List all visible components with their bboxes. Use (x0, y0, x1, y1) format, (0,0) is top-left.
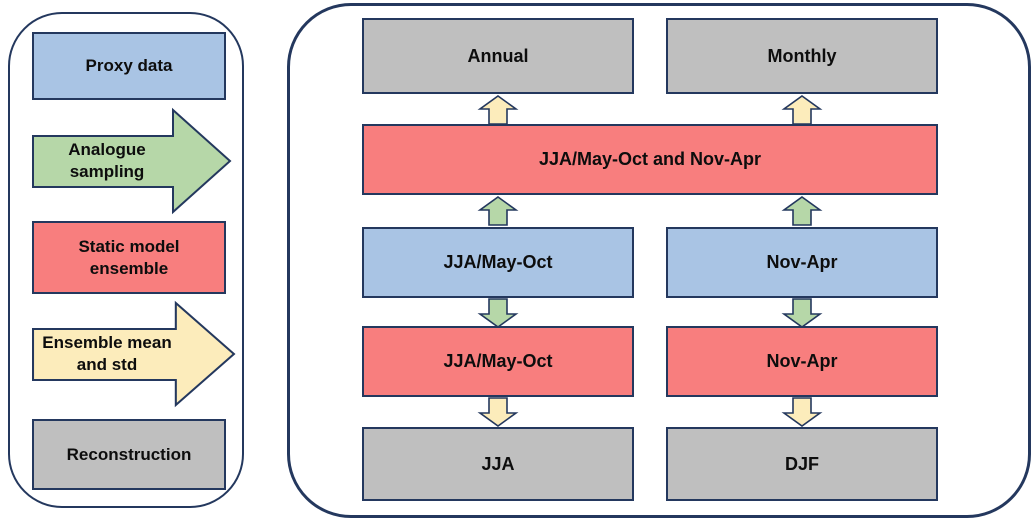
legend-ensemble-mean-std-label: Ensemble mean and std (42, 332, 172, 374)
down-arrow-to-ensemble-jja-may-oct (477, 298, 519, 328)
legend-panel: Proxy data Analogue sampling Static mode… (8, 12, 244, 508)
box-proxy-jja-may-oct: JJA/May-Oct (362, 227, 634, 298)
down-arrow-icon (477, 397, 519, 427)
up-arrow-to-monthly (781, 95, 823, 125)
right-arrow-icon (32, 107, 232, 215)
up-arrow-icon (781, 196, 823, 226)
up-arrow-from-nov-apr (781, 196, 823, 226)
box-ensemble-jja-may-oct-label: JJA/May-Oct (443, 351, 553, 372)
box-djf-label: DJF (784, 453, 819, 474)
legend-proxy-data-box: Proxy data (32, 32, 226, 100)
box-ensemble-jja-may-oct: JJA/May-Oct (362, 326, 634, 397)
box-combined-ensemble-label: JJA/May-Oct and Nov-Apr (538, 149, 762, 170)
legend-reconstruction-box: Reconstruction (32, 419, 226, 490)
down-arrow-to-djf (781, 397, 823, 427)
legend-analogue-sampling-label: Analogue sampling (68, 139, 146, 181)
down-arrow-icon (781, 298, 823, 328)
up-arrow-icon (477, 95, 519, 125)
box-proxy-nov-apr-label: Nov-Apr (766, 252, 838, 273)
legend-static-model-ensemble-box: Static model ensemble (32, 221, 226, 294)
box-annual-label: Annual (467, 45, 529, 66)
box-monthly-label: Monthly (767, 45, 837, 66)
box-ensemble-nov-apr: Nov-Apr (666, 326, 938, 397)
legend-analogue-sampling-arrow: Analogue sampling (32, 107, 232, 215)
legend-static-model-ensemble-label: Static model ensemble (78, 237, 180, 278)
up-arrow-to-annual (477, 95, 519, 125)
up-arrow-icon (477, 196, 519, 226)
down-arrow-to-jja (477, 397, 519, 427)
box-proxy-jja-may-oct-label: JJA/May-Oct (443, 252, 553, 273)
box-jja-label: JJA (481, 453, 515, 474)
right-arrow-icon (32, 300, 236, 408)
flow-panel: Annual Monthly JJA/May-Oct and Nov-Apr (287, 3, 1031, 518)
box-ensemble-nov-apr-label: Nov-Apr (766, 351, 838, 372)
box-proxy-nov-apr: Nov-Apr (666, 227, 938, 298)
box-combined-ensemble: JJA/May-Oct and Nov-Apr (362, 124, 938, 195)
legend-reconstruction-label: Reconstruction (66, 444, 192, 464)
legend-ensemble-mean-std-arrow: Ensemble mean and std (32, 300, 236, 408)
box-jja: JJA (362, 427, 634, 501)
down-arrow-to-ensemble-nov-apr (781, 298, 823, 328)
up-arrow-from-jja-may-oct (477, 196, 519, 226)
legend-proxy-data-label: Proxy data (85, 56, 173, 76)
box-annual: Annual (362, 18, 634, 94)
box-monthly: Monthly (666, 18, 938, 94)
box-djf: DJF (666, 427, 938, 501)
up-arrow-icon (781, 95, 823, 125)
down-arrow-icon (781, 397, 823, 427)
down-arrow-icon (477, 298, 519, 328)
